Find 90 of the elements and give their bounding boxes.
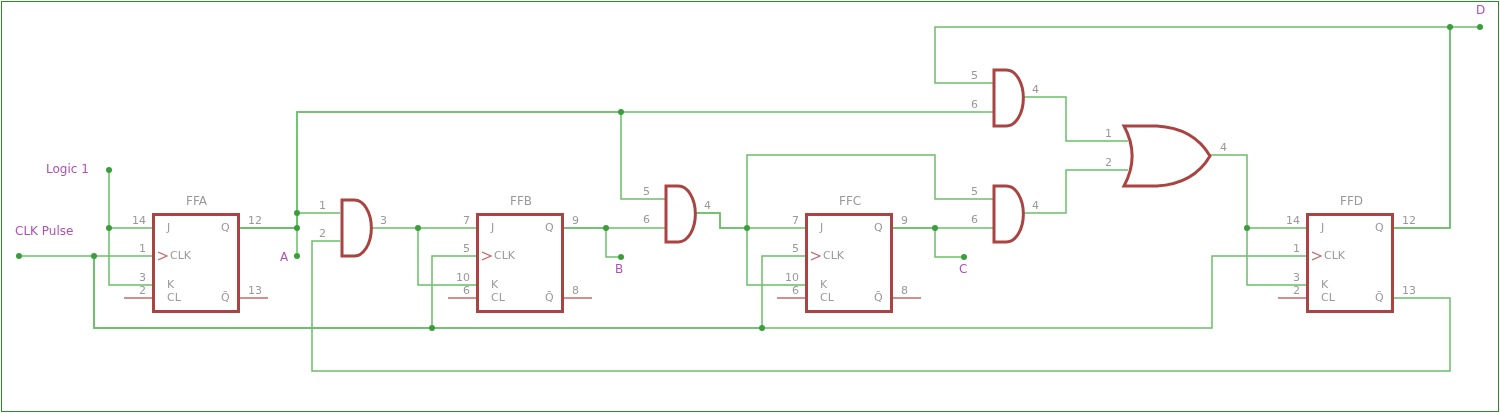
pin-name: Q̄ (221, 292, 230, 304)
wire (108, 172, 153, 286)
pin-number: 6 (971, 99, 978, 111)
and-gate (992, 184, 1024, 244)
terminal-label: D (1476, 4, 1486, 17)
pin-number: 1 (1105, 128, 1112, 140)
pin-number: 7 (792, 215, 799, 227)
pin-number: 9 (901, 215, 908, 227)
pin-number: 14 (1286, 215, 1300, 227)
wire (563, 227, 619, 258)
wire (892, 227, 962, 258)
pin-number: 12 (248, 215, 262, 227)
and-gate (664, 184, 696, 244)
pin-number: 2 (139, 285, 146, 297)
pin-number: 5 (792, 243, 799, 255)
terminal-label: CLK Pulse (15, 225, 74, 238)
or-gate (1120, 124, 1212, 188)
pin-name: CL (820, 292, 834, 304)
pin-name: CLK (1324, 250, 1346, 262)
pin-name: K (491, 279, 499, 291)
pin-number: 4 (1220, 142, 1227, 154)
wire (21, 255, 153, 257)
pin-number: 10 (456, 272, 470, 284)
pin-number: 6 (643, 214, 650, 226)
pin-number: 3 (380, 215, 387, 227)
pin-name: Q (874, 222, 883, 234)
pin-name: CLK (823, 250, 845, 262)
pin-number: 12 (1402, 215, 1416, 227)
pin-number: 1 (139, 243, 146, 255)
pin-number: 2 (1293, 285, 1300, 297)
pin-number: 4 (1032, 84, 1039, 96)
flip-flop-name: FFA (186, 195, 207, 208)
pin-name: Q̄ (874, 292, 883, 304)
pin-number: 10 (785, 272, 799, 284)
pin-number: 4 (1032, 200, 1039, 212)
pin-name: K (820, 279, 828, 291)
pin-name: CL (491, 292, 505, 304)
pin-number: 8 (901, 285, 908, 297)
wire (371, 227, 477, 286)
pin-name: J (820, 222, 824, 234)
pin-number: 3 (139, 272, 146, 284)
pin-name: Q (545, 222, 554, 234)
pin-name: K (1321, 279, 1329, 291)
terminal-label: Logic 1 (46, 163, 89, 176)
pin-number: 1 (1293, 243, 1300, 255)
pin-number: 13 (1402, 285, 1416, 297)
terminal-label: A (280, 251, 289, 264)
pin-name: Q (221, 222, 230, 234)
pin-number: 9 (572, 215, 579, 227)
pin-number: 8 (572, 285, 579, 297)
pin-name: J (491, 222, 495, 234)
pin-name: Q̄ (545, 292, 554, 304)
wire (695, 154, 994, 229)
pin-number: 5 (643, 186, 650, 198)
pin-name: CLK (494, 250, 516, 262)
flip-flop-name: FFC (839, 195, 862, 208)
pin-number: 2 (1105, 157, 1112, 169)
flip-flop-name: FFB (510, 195, 533, 208)
wire (93, 255, 1307, 329)
pin-name: CL (1321, 292, 1335, 304)
and-gate (992, 68, 1024, 128)
wire (311, 240, 1451, 372)
wire (1023, 96, 1129, 142)
pin-number: 5 (971, 70, 978, 82)
pin-number: 6 (463, 285, 470, 297)
pin-name: J (1321, 222, 1325, 234)
pin-number: 4 (704, 200, 711, 212)
pin-number: 7 (463, 215, 470, 227)
pin-name: Q̄ (1375, 292, 1384, 304)
pin-name: K (167, 279, 175, 291)
pin-number: 14 (132, 215, 146, 227)
pin-number: 5 (463, 243, 470, 255)
wire (1023, 169, 1129, 214)
pin-name: CLK (170, 250, 192, 262)
pin-name: J (167, 222, 171, 234)
and-gate (340, 198, 372, 258)
terminal-label: B (615, 263, 624, 276)
pin-number: 2 (319, 228, 326, 240)
flip-flop-name: FFD (1340, 195, 1364, 208)
pin-number: 5 (971, 186, 978, 198)
pin-number: 3 (1293, 272, 1300, 284)
pin-name: Q (1375, 222, 1384, 234)
terminal-label: C (959, 263, 968, 276)
wire (1209, 154, 1307, 286)
pin-number: 13 (248, 285, 262, 297)
pin-name: CL (167, 292, 181, 304)
pin-number: 6 (971, 214, 978, 226)
pin-number: 6 (792, 285, 799, 297)
pin-number: 1 (319, 200, 326, 212)
wire (934, 26, 1451, 229)
